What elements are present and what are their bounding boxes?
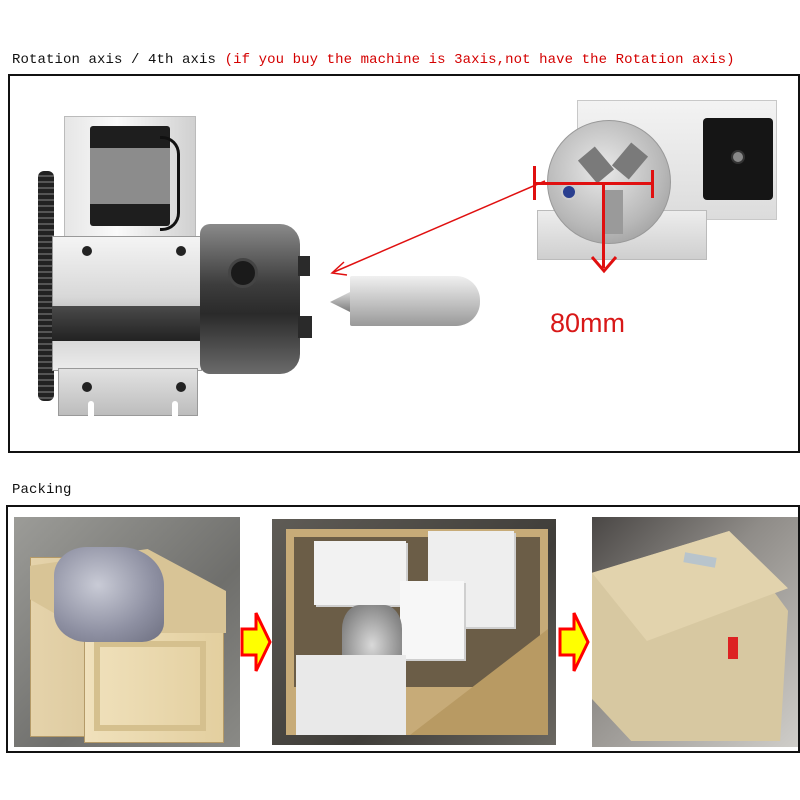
next-step-arrow-icon xyxy=(240,612,272,672)
chuck-diameter-label: 80mm xyxy=(550,308,626,338)
packing-step-crate-closed xyxy=(592,517,798,747)
packing-step-crate-open xyxy=(14,517,240,747)
rotation-axis-belt-driven-image xyxy=(10,76,546,451)
rotation-axis-direct-drive-image xyxy=(525,90,780,330)
packing-title: Packing xyxy=(12,482,72,498)
packing-heading: Packing xyxy=(12,482,72,498)
rotation-axis-heading: Rotation axis / 4th axis (if you buy the… xyxy=(12,52,735,68)
rotation-axis-note: (if you buy the machine is 3axis,not hav… xyxy=(224,52,735,68)
next-step-arrow-icon xyxy=(558,612,590,672)
pointer-arrow-icon xyxy=(330,180,546,276)
packing-panel xyxy=(6,505,800,753)
packing-step-crate-foam xyxy=(272,519,556,745)
dimension-arrow-icon xyxy=(590,256,618,274)
rotation-axis-title: Rotation axis / 4th axis xyxy=(12,52,217,68)
rotation-axis-panel: 80mm xyxy=(8,74,800,453)
